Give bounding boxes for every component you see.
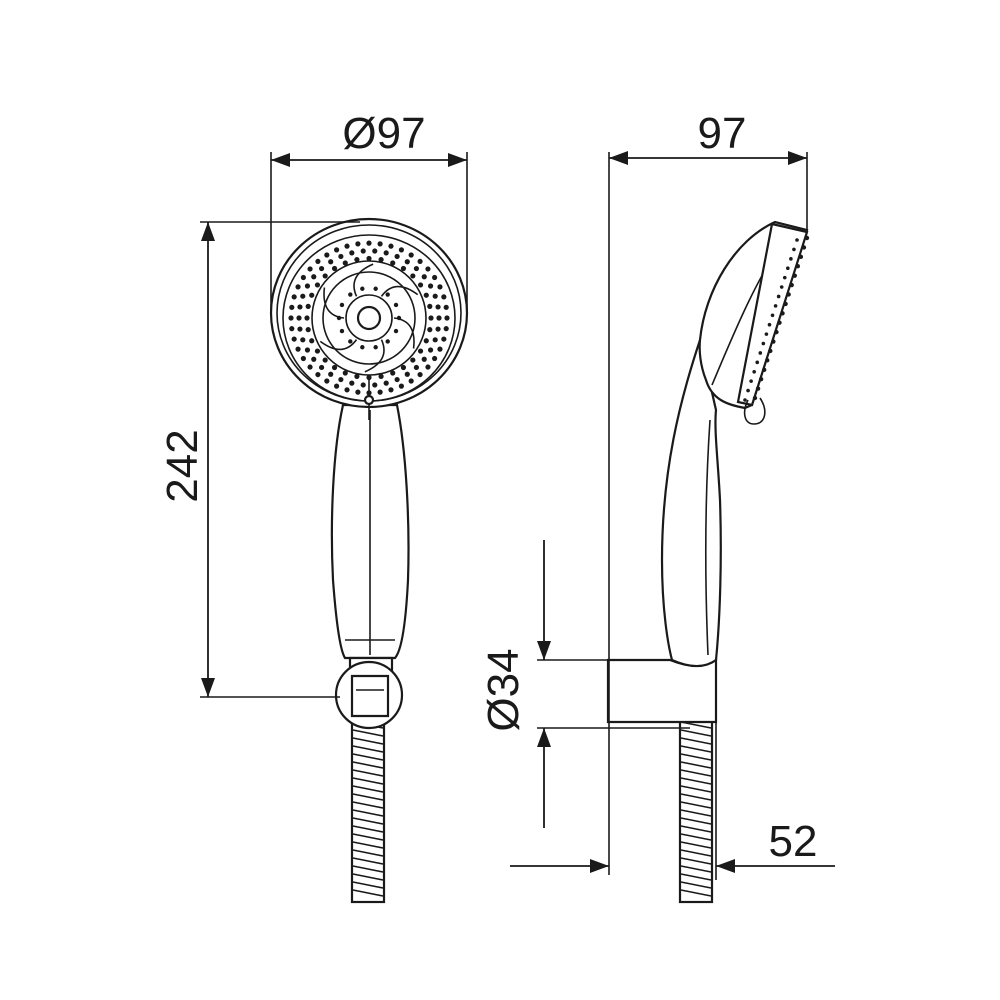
label-holder-diameter: Ø34 xyxy=(479,648,528,731)
side-wall-holder xyxy=(606,657,718,724)
label-head-diameter: Ø97 xyxy=(342,109,425,158)
side-handle-seam xyxy=(705,419,711,656)
side-hook xyxy=(743,397,766,425)
label-overall-length: 242 xyxy=(158,429,207,502)
front-shower-head xyxy=(269,217,469,420)
label-side-depth: 97 xyxy=(698,109,747,158)
side-spray-nozzles xyxy=(743,235,810,402)
front-wall-holder xyxy=(334,656,404,730)
front-spray-nozzles xyxy=(288,240,450,396)
front-hose xyxy=(350,710,386,904)
dimension-side-depth: 97 xyxy=(608,109,808,875)
dimension-holder-diameter: Ø34 xyxy=(479,540,690,828)
dimension-head-diameter: Ø97 xyxy=(270,109,468,315)
side-hose-coils xyxy=(680,721,712,897)
label-wall-offset: 52 xyxy=(769,817,818,866)
dimension-overall-length: 242 xyxy=(158,221,360,698)
side-hose xyxy=(678,718,714,904)
dimension-wall-offset: 52 xyxy=(510,720,835,880)
front-view xyxy=(269,217,469,904)
side-view xyxy=(606,220,810,904)
front-spray-swirl xyxy=(319,263,419,373)
